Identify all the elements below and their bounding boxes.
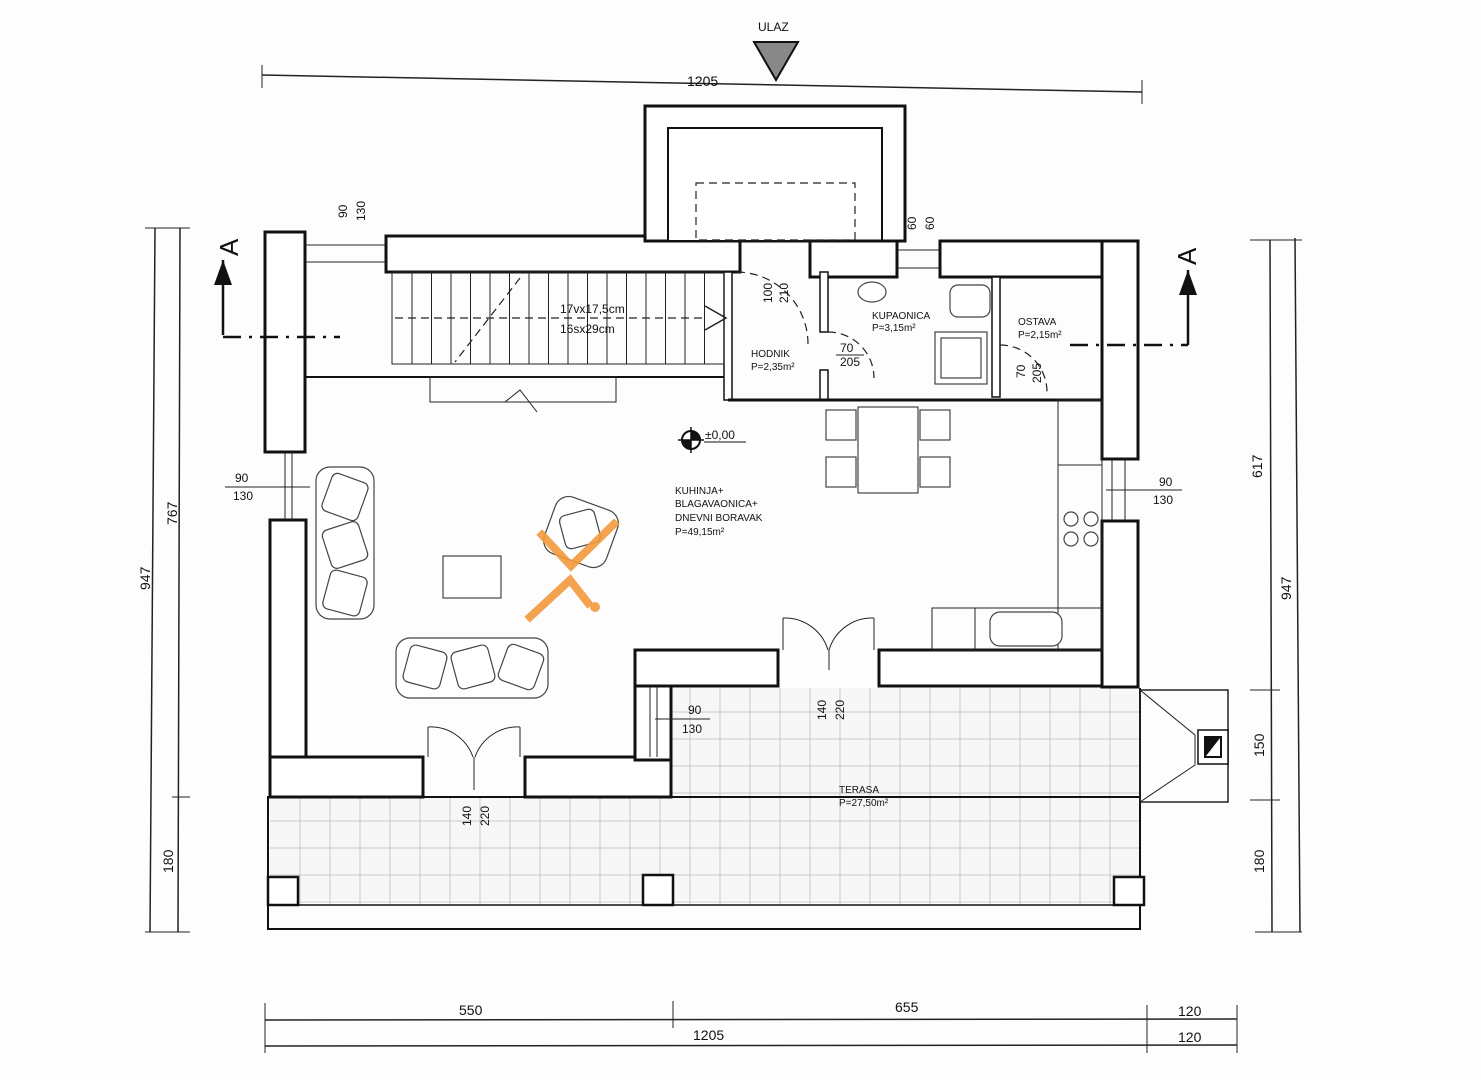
canopy-outline: [695, 182, 856, 241]
entrance-marker: ULAZ: [752, 20, 800, 82]
hallway-area: P=2,35m²: [751, 362, 795, 373]
staircase: 17vx17,5cm 16sx29cm: [391, 271, 728, 365]
left-outer-dimension: 947: [137, 566, 153, 590]
right-bottom-dimension: 180: [1251, 849, 1267, 873]
right-outer-dimension: 947: [1278, 576, 1294, 600]
bottom-total-dimension: 1205: [693, 1027, 724, 1043]
bottom-mid-dimension: 655: [895, 999, 919, 1015]
left-bottom-dimension: 180: [160, 849, 176, 873]
sideboard-mark: [504, 389, 538, 413]
storage-area: P=2,15m²: [1018, 330, 1062, 341]
right-mid-dimension: 150: [1251, 733, 1267, 757]
right-window-height: 130: [1153, 493, 1173, 507]
living-area: P=49,15m²: [675, 527, 725, 538]
storage-door-width: 70: [1014, 364, 1028, 378]
level-marker: ±0,00: [678, 427, 746, 453]
top-left-window-height: 130: [354, 201, 368, 221]
level-label: ±0,00: [705, 428, 735, 442]
left-inner-dimension: 767: [164, 501, 180, 525]
left-window-width: 90: [235, 471, 249, 485]
entrance-label: ULAZ: [758, 20, 789, 34]
hallway-name: HODNIK: [751, 349, 790, 360]
opening-dimensions: 90 130 60 60 100 210 70 205 70 205 90 13…: [225, 201, 1182, 826]
storage-door-height: 205: [1030, 363, 1044, 383]
kitchen: [931, 399, 1103, 651]
terrace-tiles: [270, 688, 1140, 905]
bottom-right-dimension: 120: [1178, 1003, 1202, 1019]
entry-window-width: 60: [905, 216, 919, 230]
sideboard: [429, 376, 617, 403]
top-dimension: 1205: [261, 65, 1143, 104]
living-line3: DNEVNI BORAVAK: [675, 513, 763, 524]
living-line1: KUHINJA+: [675, 486, 724, 497]
lower-terrace-door-height: 220: [478, 806, 492, 826]
storage-name: OSTAVA: [1018, 317, 1057, 328]
right-window-width: 90: [1159, 475, 1173, 489]
bottom-dimensions: 550 655 120 1205 120: [264, 999, 1238, 1053]
bathroom-name: KUPAONICA: [872, 311, 930, 322]
stairs-tread: 16sx29cm: [560, 322, 615, 336]
bath-door-height: 205: [840, 355, 860, 369]
hall-door-width: 100: [761, 283, 775, 303]
terrace-window-height: 130: [682, 722, 702, 736]
living-furniture: [315, 466, 619, 699]
watermark-logo: [524, 518, 620, 623]
bathroom-area: P=3,15m²: [872, 323, 916, 334]
section-right-label: A: [1172, 247, 1202, 265]
terrace-area: P=27,50m²: [839, 798, 889, 809]
living-line2: BLAGAVAONICA+: [675, 499, 758, 510]
bath-door-width: 70: [840, 341, 854, 355]
top-total-dimension: 1205: [687, 73, 718, 89]
upper-terrace-door-height: 220: [833, 700, 847, 720]
right-dimensions: 617 947 150 180: [1249, 237, 1302, 933]
dining-table: [825, 406, 951, 494]
windows: [284, 244, 1126, 757]
right-upper-dimension: 617: [1249, 454, 1265, 478]
stairs-rise: 17vx17,5cm: [560, 302, 625, 316]
bottom-left-dimension: 550: [459, 1002, 483, 1018]
bathroom-fixtures: [857, 281, 991, 385]
hall-door-height: 210: [777, 283, 791, 303]
terrace-name: TERASA: [839, 785, 879, 796]
walls: [263, 104, 1146, 930]
section-mark-left: A: [214, 238, 340, 339]
section-mark-right: A: [1070, 247, 1202, 347]
top-left-window-width: 90: [336, 204, 350, 218]
entry-window-height: 60: [923, 216, 937, 230]
upper-terrace-door-width: 140: [815, 700, 829, 720]
section-left-label: A: [214, 238, 244, 256]
left-window-height: 130: [233, 489, 253, 503]
terrace-window-width: 90: [688, 703, 702, 717]
lower-terrace-door-width: 140: [460, 806, 474, 826]
left-dimensions: 947 767 180: [137, 227, 190, 933]
chimney: [1139, 689, 1229, 803]
bottom-total-right-dimension: 120: [1178, 1029, 1202, 1045]
door-swings: [427, 271, 1048, 790]
